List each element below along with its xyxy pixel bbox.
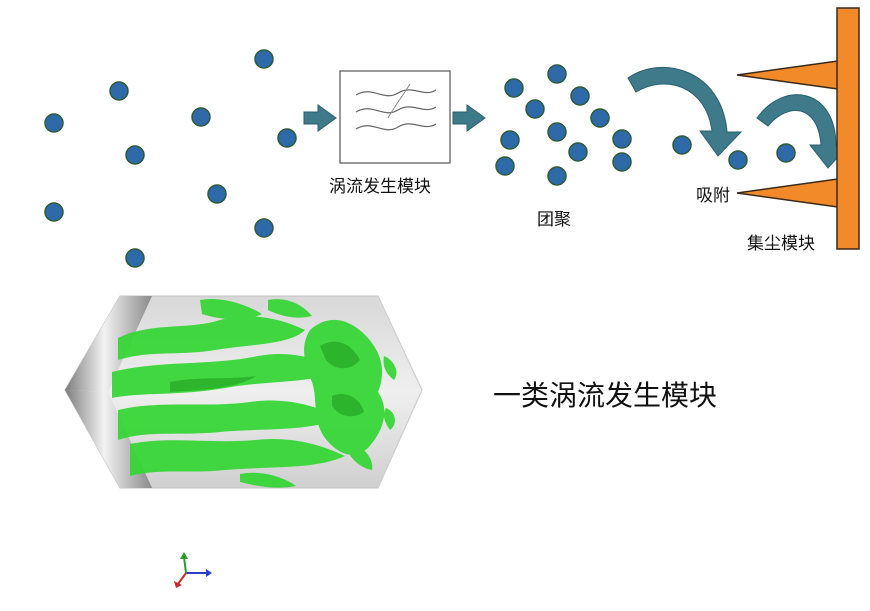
particle — [191, 107, 211, 127]
curved-arrow — [756, 94, 850, 169]
particle — [612, 129, 632, 149]
particle — [568, 142, 588, 162]
particle — [547, 122, 567, 142]
particle — [44, 113, 64, 133]
flow-arrow — [452, 104, 486, 132]
adsorption-label: 吸附 — [696, 186, 730, 206]
particle — [612, 152, 632, 172]
particle — [525, 99, 545, 119]
particle — [207, 184, 227, 204]
particle — [504, 78, 524, 98]
vortex-module-label: 涡流发生模块 — [329, 177, 431, 197]
dust-collector — [736, 7, 860, 250]
particle — [495, 156, 515, 176]
particle — [547, 166, 567, 186]
axis-triad — [174, 552, 212, 588]
particle — [109, 81, 129, 101]
particle — [590, 108, 610, 128]
flow-arrow — [303, 104, 337, 132]
discharge-spike-upper — [736, 59, 846, 91]
vortex-generator-box — [339, 70, 451, 164]
adsorbed-particles — [672, 135, 796, 170]
cfd-chamber — [64, 295, 423, 489]
particle — [125, 248, 145, 268]
particle — [728, 150, 748, 170]
caption-label: 一类涡流发生模块 — [493, 379, 718, 412]
curved-arrow — [627, 66, 743, 157]
agglomeration-label: 团聚 — [537, 210, 571, 230]
agglomerated-particles — [495, 64, 632, 186]
particle — [277, 128, 297, 148]
particle — [547, 64, 567, 84]
collector-plate — [836, 7, 860, 250]
particle — [500, 130, 520, 150]
particle — [44, 202, 64, 222]
scattered-particles — [44, 49, 297, 268]
particle — [254, 218, 274, 238]
discharge-spike-lower — [736, 177, 846, 209]
inlet-plate — [65, 296, 152, 392]
particle — [254, 49, 274, 69]
particle — [672, 135, 692, 155]
particle — [125, 145, 145, 165]
particle — [570, 86, 590, 106]
vortex-iso-surface-shading — [170, 341, 364, 417]
particle — [776, 143, 796, 163]
dust-module-label: 集尘模块 — [747, 234, 815, 254]
